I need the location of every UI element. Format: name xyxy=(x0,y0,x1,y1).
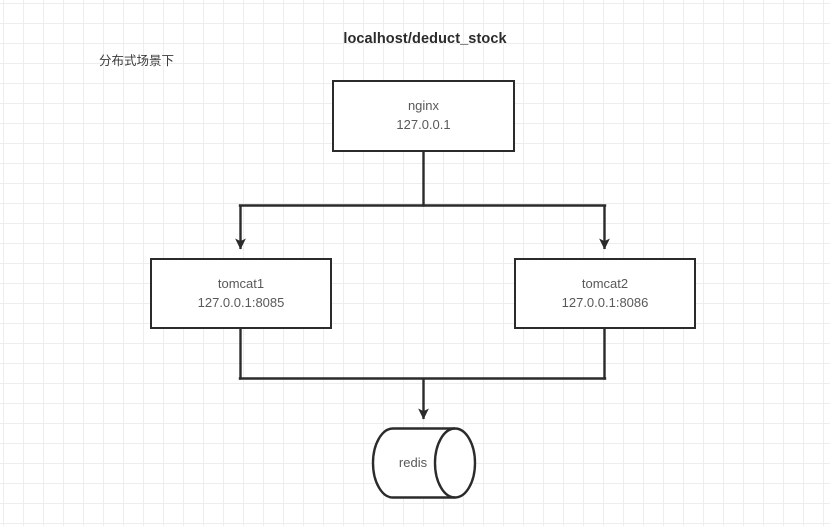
node-tomcat1-name: tomcat1 xyxy=(217,275,265,291)
database-cylinder-icon xyxy=(371,427,477,499)
node-tomcat1-address: 127.0.0.1:8085 xyxy=(197,294,285,310)
scenario-note-label: 分布式场景下 xyxy=(99,53,175,68)
node-nginx-name: nginx xyxy=(407,98,440,114)
node-tomcat2-name: tomcat2 xyxy=(581,275,629,291)
node-tomcat2-address: 127.0.0.1:8086 xyxy=(561,294,649,310)
page-title: localhost/deduct_stock xyxy=(343,31,507,47)
node-redis[interactable]: redis xyxy=(369,424,481,502)
node-nginx[interactable]: nginx 127.0.0.1 xyxy=(332,80,515,152)
node-tomcat2[interactable]: tomcat2 127.0.0.1:8086 xyxy=(514,258,696,329)
node-redis-name: redis xyxy=(398,455,428,470)
node-tomcat1[interactable]: tomcat1 127.0.0.1:8085 xyxy=(150,258,332,329)
node-nginx-address: 127.0.0.1 xyxy=(396,117,451,132)
